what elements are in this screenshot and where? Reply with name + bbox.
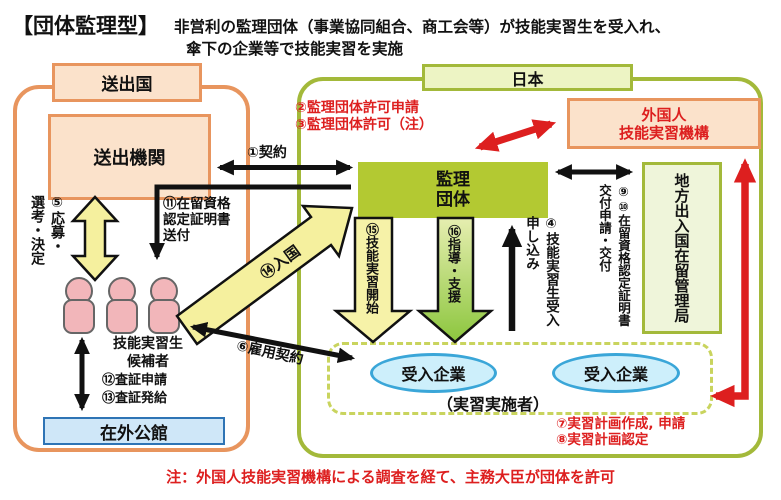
sending-country-box: 送出国	[52, 63, 202, 102]
candidates-label: 技能実習生 候補者	[113, 336, 183, 370]
otit-box: 外国人 技能実習機構	[567, 98, 761, 149]
immigration-bureau-label: 地方出入国在留管理局	[672, 173, 691, 323]
flow-7-8-label: ⑦実習計画作成, 申請 ⑧実習計画認定	[556, 416, 686, 449]
flow-4-label: ④技能実習生受入 申し込み	[523, 216, 559, 327]
japan-title-box: 日本	[422, 64, 633, 91]
flow-15-label: ⑮技能実習開始	[363, 223, 378, 314]
supervising-org-label: 監理 団体	[436, 169, 470, 210]
flow-16-label: ⑯指導・支援	[445, 225, 460, 303]
japan-label: 日本	[511, 69, 544, 89]
bottom-note: 注：外国人技能実習機構による調査を経て、主務大臣が団体を許可	[166, 468, 615, 486]
flow-5-label: ⑤応募・ 選考・決定	[29, 195, 65, 265]
flow-2-3-label: ②監理団体許可申請 ③監理団体許可（注）	[295, 100, 433, 133]
flow-9-10-label: ⑨⑩在留資格認定証明書 交付申請・交付	[597, 184, 631, 327]
overseas-mission-label: 在外公館	[100, 423, 168, 444]
otit-label: 外国人 技能実習機構	[618, 105, 709, 142]
flow-1-label: ①契約	[247, 145, 287, 161]
accepting-company-1: 受入企業	[370, 353, 497, 393]
title-line1: 非営利の監理団体（事業協同組合、商工会等）が技能実習生を受入れ、	[174, 18, 671, 36]
visa-steps-label: ⑫査証申請 ⑬査証発給	[102, 373, 168, 406]
immigration-bureau-box: 地方出入国在留管理局	[642, 162, 722, 334]
operator-label: （実習実施者）	[437, 395, 550, 414]
sending-org-label: 送出機関	[93, 148, 166, 169]
accepting-company-2: 受入企業	[552, 353, 680, 393]
sending-org-box: 送出機関	[48, 114, 211, 200]
accepting-company-2-label: 受入企業	[583, 365, 648, 384]
supervising-org-box: 監理 団体	[358, 162, 548, 218]
sending-country-label: 送出国	[101, 75, 153, 95]
title-tag: 【団体監理型】	[12, 14, 159, 38]
flow-11-label: ⑪在留資格 認定証明書 送付	[163, 196, 231, 245]
accepting-company-1-label: 受入企業	[401, 365, 466, 384]
title-line2: 傘下の企業等で技能実習を実施	[186, 40, 404, 58]
overseas-mission-box: 在外公館	[43, 417, 225, 445]
